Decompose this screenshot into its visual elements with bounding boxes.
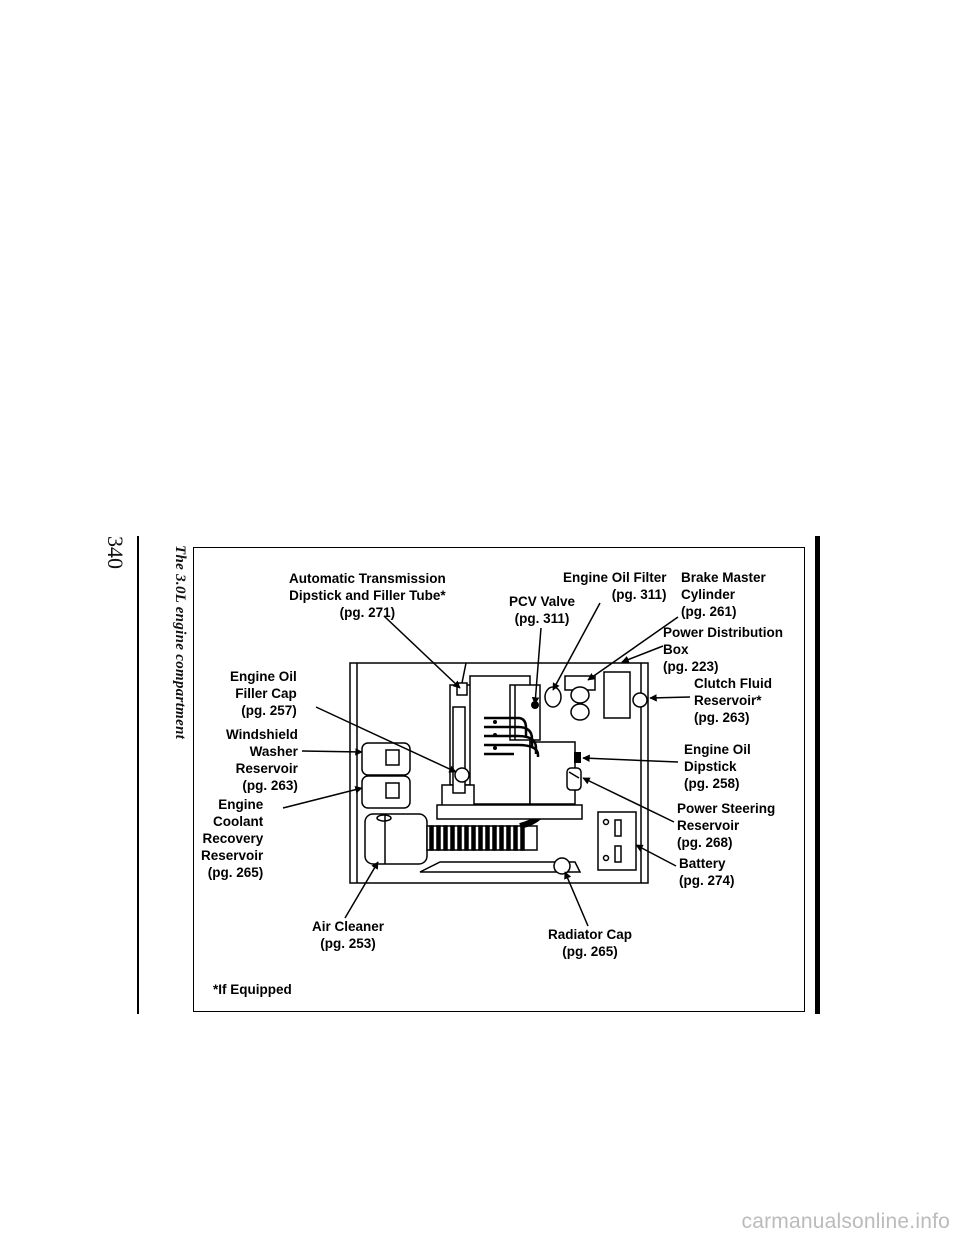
label-power-distribution-box: Power Distribution Box (pg. 223)	[663, 625, 784, 674]
right-rule	[815, 536, 820, 1014]
watermark: carmanualsonline.info	[741, 1210, 950, 1233]
label-air-cleaner: Air Cleaner (pg. 253)	[312, 919, 385, 951]
battery-drawing	[597, 811, 637, 871]
label-engine-oil-filter: Engine Oil Filter (pg. 311)	[563, 570, 667, 602]
trans-tube-drawing	[461, 662, 467, 684]
air-cleaner-drawing	[364, 813, 428, 865]
power-steering-reservoir-drawing	[566, 767, 582, 791]
label-engine-coolant-reservoir: Engine Coolant Recovery Reservoir (pg. 2…	[201, 797, 264, 880]
manifold-runners-drawing	[484, 716, 540, 757]
power-distribution-box-drawing	[603, 671, 631, 719]
trans-dipstick-drawing	[456, 682, 468, 696]
manifold-bolts	[493, 720, 497, 750]
label-radiator-cap: Radiator Cap (pg. 265)	[548, 927, 633, 959]
label-pcv-valve: PCV Valve (pg. 311)	[509, 594, 576, 626]
leader-lines	[282, 602, 691, 927]
footnote-if-equipped: *If Equipped	[213, 982, 292, 997]
label-power-steering-reservoir: Power Steering Reservoir (pg. 268)	[677, 801, 776, 850]
label-engine-oil-filler-cap: Engine Oil Filler Cap (pg. 257)	[230, 669, 297, 718]
left-rule	[137, 536, 139, 1014]
coolant-reservoir-drawing	[361, 775, 411, 809]
engine-block-drawing	[436, 675, 583, 820]
clutch-reservoir-drawing	[632, 692, 648, 708]
washer-reservoir-drawing	[361, 742, 411, 776]
label-transmission-dipstick: Automatic Transmission Dipstick and Fill…	[289, 571, 446, 620]
oil-dipstick-drawing	[574, 752, 581, 763]
label-clutch-fluid-reservoir: Clutch Fluid Reservoir* (pg. 263)	[694, 676, 772, 725]
diagram-frame	[193, 547, 805, 1012]
label-brake-master-cylinder: Brake Master Cylinder (pg. 261)	[681, 570, 766, 619]
label-battery: Battery (pg. 274)	[679, 856, 735, 888]
label-windshield-washer-reservoir: Windshield Washer Reservoir (pg. 263)	[226, 727, 298, 793]
brake-master-drawing	[564, 675, 596, 721]
oil-filler-cap-drawing	[454, 767, 470, 783]
label-engine-oil-dipstick: Engine Oil Dipstick (pg. 258)	[684, 742, 751, 791]
radiator-drawing	[419, 857, 582, 875]
